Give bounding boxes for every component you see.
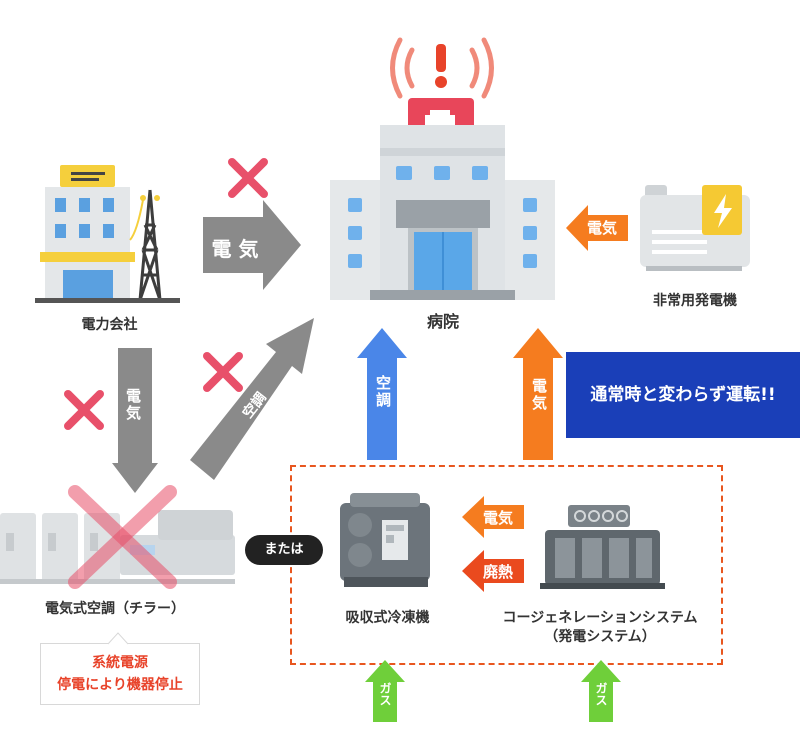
arrow-gas-left	[365, 660, 405, 722]
cogeneration-label-line1: コージェネレーションシステム	[502, 610, 698, 626]
arrow-cogen-waste-heat-label: 廃熱	[482, 563, 513, 581]
arrow-generator-to-hospital	[566, 205, 628, 251]
arrow-absorption-to-hospital	[357, 328, 407, 460]
gas-system-box	[290, 465, 723, 665]
callout-pointer	[107, 632, 129, 645]
absorption-chiller-illustration	[330, 485, 440, 595]
arrow-chiller-to-hospital	[190, 318, 314, 480]
arrow-cogen-waste-heat	[462, 550, 524, 592]
cogeneration-illustration	[540, 505, 665, 590]
arrow-gas-right	[581, 660, 621, 722]
callout-line2: 停電により機器停止	[57, 677, 183, 693]
arrow-gas-right-label: ガス	[594, 682, 608, 706]
disabled-x-mark	[68, 485, 177, 589]
x-mark-chiller-to-hospital	[203, 352, 243, 392]
electric-chiller-label: 電気式空調（チラー）	[45, 601, 185, 617]
callout-line1: 系統電源	[92, 655, 148, 671]
absorption-chiller-label: 吸収式冷凍機	[345, 610, 430, 626]
power-company-illustration	[35, 160, 180, 305]
hospital-illustration	[330, 30, 555, 300]
arrow-generator-to-hospital-label: 電気	[586, 219, 617, 237]
hospital-label: 病院	[426, 312, 459, 331]
emergency-generator-label: 非常用発電機	[653, 293, 737, 309]
arrow-power-to-chiller-label: 電気	[124, 388, 142, 422]
cogeneration-label-line2: （発電システム）	[544, 629, 656, 645]
outage-callout: 系統電源 停電により機器停止	[40, 643, 200, 705]
arrow-gas-left-label: ガス	[378, 682, 392, 706]
power-company-label: 電力会社	[81, 317, 138, 333]
normal-operation-banner: 通常時と変わらず運転!!	[566, 352, 800, 438]
arrow-power-to-hospital	[203, 200, 301, 290]
arrow-absorption-to-hospital-label: 空調	[374, 375, 392, 409]
x-mark-power-to-hospital	[228, 158, 268, 198]
arrow-cogen-to-hospital-label: 電気	[530, 378, 548, 412]
or-badge: または	[245, 535, 323, 565]
arrow-cogen-electric-label: 電気	[482, 509, 513, 527]
x-mark-power-to-chiller	[64, 390, 104, 430]
arrow-cogen-electric	[462, 496, 524, 538]
emergency-generator-illustration	[640, 180, 755, 280]
arrow-power-to-hospital-label: 電 気	[211, 237, 259, 261]
arrow-power-to-chiller	[112, 348, 158, 493]
arrow-cogen-to-hospital	[513, 328, 563, 460]
